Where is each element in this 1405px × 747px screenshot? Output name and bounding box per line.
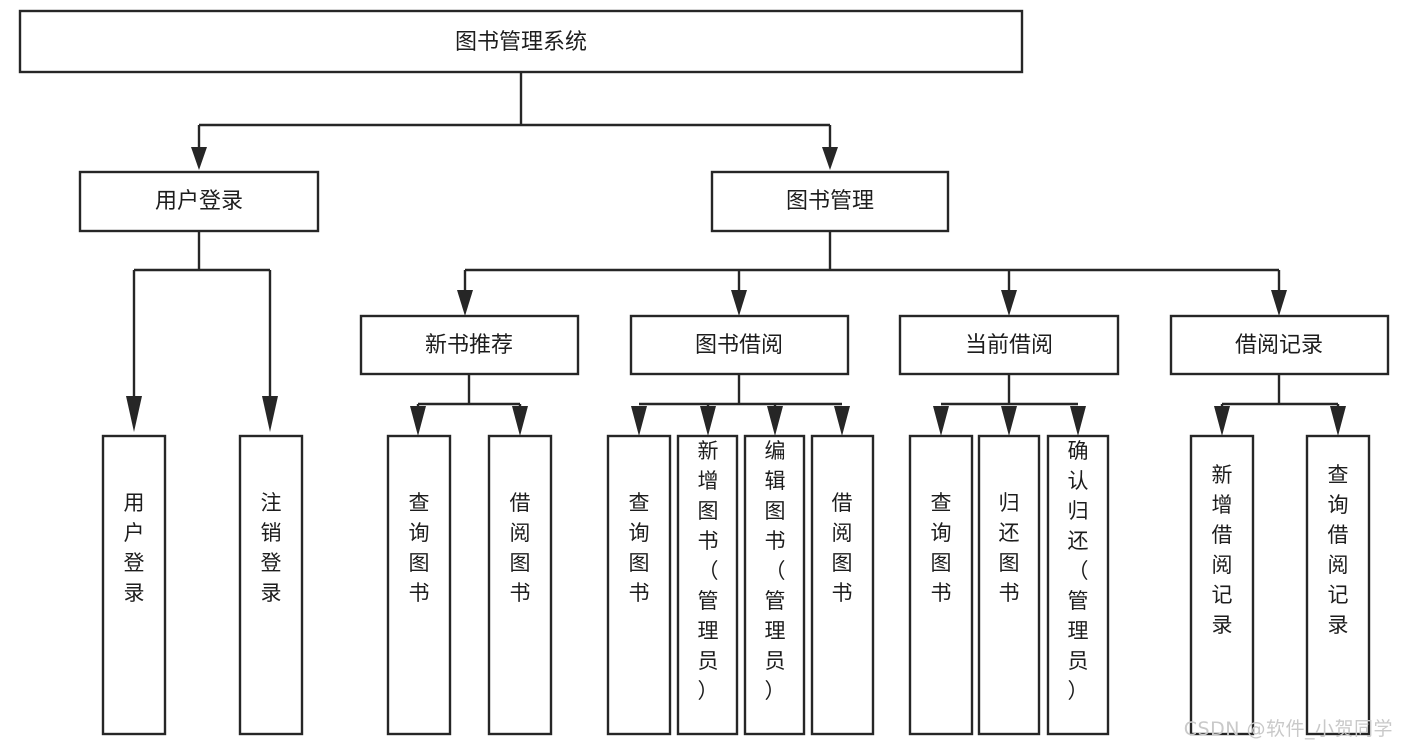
node-leaf-query-book-1[interactable]: 查询图书 — [386, 434, 452, 736]
node-new-book-recommend-box[interactable] — [359, 314, 580, 376]
arrowhead-leaf-add-book — [700, 406, 716, 436]
node-current-borrow-box[interactable] — [898, 314, 1120, 376]
node-root-label: 图书管理系统 — [455, 30, 587, 55]
node-leaf-query-book-3[interactable]: 查询图书 — [908, 434, 974, 736]
arrowhead-current-borrow — [1001, 290, 1017, 316]
arrowhead-leaf-borrow-book-1 — [512, 406, 528, 436]
node-root[interactable]: 图书管理系统 — [18, 9, 1024, 74]
node-leaf-confirm-return[interactable]: 确认归还（管理员） — [1046, 434, 1110, 736]
node-current-borrow[interactable]: 当前借阅 — [898, 314, 1120, 376]
node-leaf-query-record-box[interactable] — [1305, 434, 1371, 736]
node-leaf-add-record[interactable]: 新增借阅记录 — [1189, 434, 1255, 736]
node-leaf-borrow-book-1-box[interactable] — [487, 434, 553, 736]
node-leaf-confirm-return-label: 确认归还（管理员） — [1068, 439, 1089, 703]
arrowhead-leaf-add-record — [1214, 406, 1230, 436]
node-book-borrow[interactable]: 图书借阅 — [629, 314, 850, 376]
node-leaf-edit-book[interactable]: 编辑图书（管理员） — [743, 434, 806, 736]
node-leaf-query-record[interactable]: 查询借阅记录 — [1305, 434, 1371, 736]
node-leaf-return-book[interactable]: 归还图书 — [977, 434, 1041, 736]
arrowhead-leaf-return-book — [1001, 406, 1017, 436]
node-book-manage[interactable]: 图书管理 — [710, 170, 950, 233]
node-leaf-return-book-label: 归还图书 — [999, 491, 1020, 605]
node-leaf-query-book-1-label: 查询图书 — [409, 491, 430, 605]
node-leaf-add-book-label: 新增图书（管理员） — [698, 439, 719, 703]
node-new-book-recommend[interactable]: 新书推荐 — [359, 314, 580, 376]
arrowhead-leaf-query-record — [1330, 406, 1346, 436]
node-book-manage-box[interactable] — [710, 170, 950, 233]
arrowhead-leaf-edit-book — [767, 406, 783, 436]
node-leaf-edit-book-label: 编辑图书（管理员） — [765, 439, 786, 703]
node-leaf-query-book-3-box[interactable] — [908, 434, 974, 736]
node-leaf-borrow-book-2-label: 借阅图书 — [832, 491, 853, 605]
arrowhead-leaf-user-logout — [262, 396, 278, 432]
node-borrow-record[interactable]: 借阅记录 — [1169, 314, 1390, 376]
node-leaf-query-book-2-box[interactable] — [606, 434, 672, 736]
arrowhead-new-book-recommend — [457, 290, 473, 316]
node-leaf-query-book-3-label: 查询图书 — [931, 491, 952, 605]
node-leaf-add-record-label: 新增借阅记录 — [1212, 463, 1233, 637]
node-leaf-borrow-book-2[interactable]: 借阅图书 — [810, 434, 875, 736]
node-leaf-query-book-2-label: 查询图书 — [629, 491, 650, 605]
arrowhead-book-borrow — [731, 290, 747, 316]
arrowhead-leaf-query-book-3 — [933, 406, 949, 436]
arrowhead-book-manage — [822, 147, 838, 170]
node-leaf-query-book-2[interactable]: 查询图书 — [606, 434, 672, 736]
node-user-login-label: 用户登录 — [155, 189, 243, 214]
arrowhead-borrow-record — [1271, 290, 1287, 316]
node-leaf-return-book-box[interactable] — [977, 434, 1041, 736]
arrowhead-leaf-borrow-book-2 — [834, 406, 850, 436]
node-borrow-record-box[interactable] — [1169, 314, 1390, 376]
arrowhead-user-login — [191, 147, 207, 170]
node-leaf-user-logout[interactable]: 注销登录 — [238, 434, 304, 736]
node-leaf-user-logout-label: 注销登录 — [261, 491, 282, 605]
node-leaf-query-record-label: 查询借阅记录 — [1328, 463, 1349, 637]
node-leaf-add-book-box[interactable] — [676, 434, 739, 736]
node-book-borrow-label: 图书借阅 — [695, 333, 783, 358]
node-user-login[interactable]: 用户登录 — [78, 170, 320, 233]
arrowhead-leaf-user-login — [126, 396, 142, 432]
node-leaf-edit-book-box[interactable] — [743, 434, 806, 736]
node-leaf-user-login[interactable]: 用户登录 — [101, 434, 167, 736]
node-current-borrow-label: 当前借阅 — [965, 333, 1053, 358]
node-leaf-user-login-label: 用户登录 — [124, 491, 145, 605]
node-leaf-confirm-return-box[interactable] — [1046, 434, 1110, 736]
node-leaf-borrow-book-1-label: 借阅图书 — [510, 491, 531, 605]
node-leaf-user-login-box[interactable] — [101, 434, 167, 736]
node-book-manage-label: 图书管理 — [786, 189, 874, 214]
node-leaf-add-book[interactable]: 新增图书（管理员） — [676, 434, 739, 736]
node-leaf-query-book-1-box[interactable] — [386, 434, 452, 736]
arrowhead-leaf-confirm-return — [1070, 406, 1086, 436]
connector-group — [126, 72, 1346, 436]
arrowhead-leaf-query-book-1 — [410, 406, 426, 436]
node-borrow-record-label: 借阅记录 — [1235, 333, 1323, 358]
node-leaf-borrow-book-2-box[interactable] — [810, 434, 875, 736]
node-leaf-user-logout-box[interactable] — [238, 434, 304, 736]
node-user-login-box[interactable] — [78, 170, 320, 233]
node-root-box[interactable] — [18, 9, 1024, 74]
arrowhead-leaf-query-book-2 — [631, 406, 647, 436]
node-leaf-borrow-book-1[interactable]: 借阅图书 — [487, 434, 553, 736]
node-leaf-add-record-box[interactable] — [1189, 434, 1255, 736]
node-book-borrow-box[interactable] — [629, 314, 850, 376]
node-new-book-recommend-label: 新书推荐 — [425, 333, 513, 358]
